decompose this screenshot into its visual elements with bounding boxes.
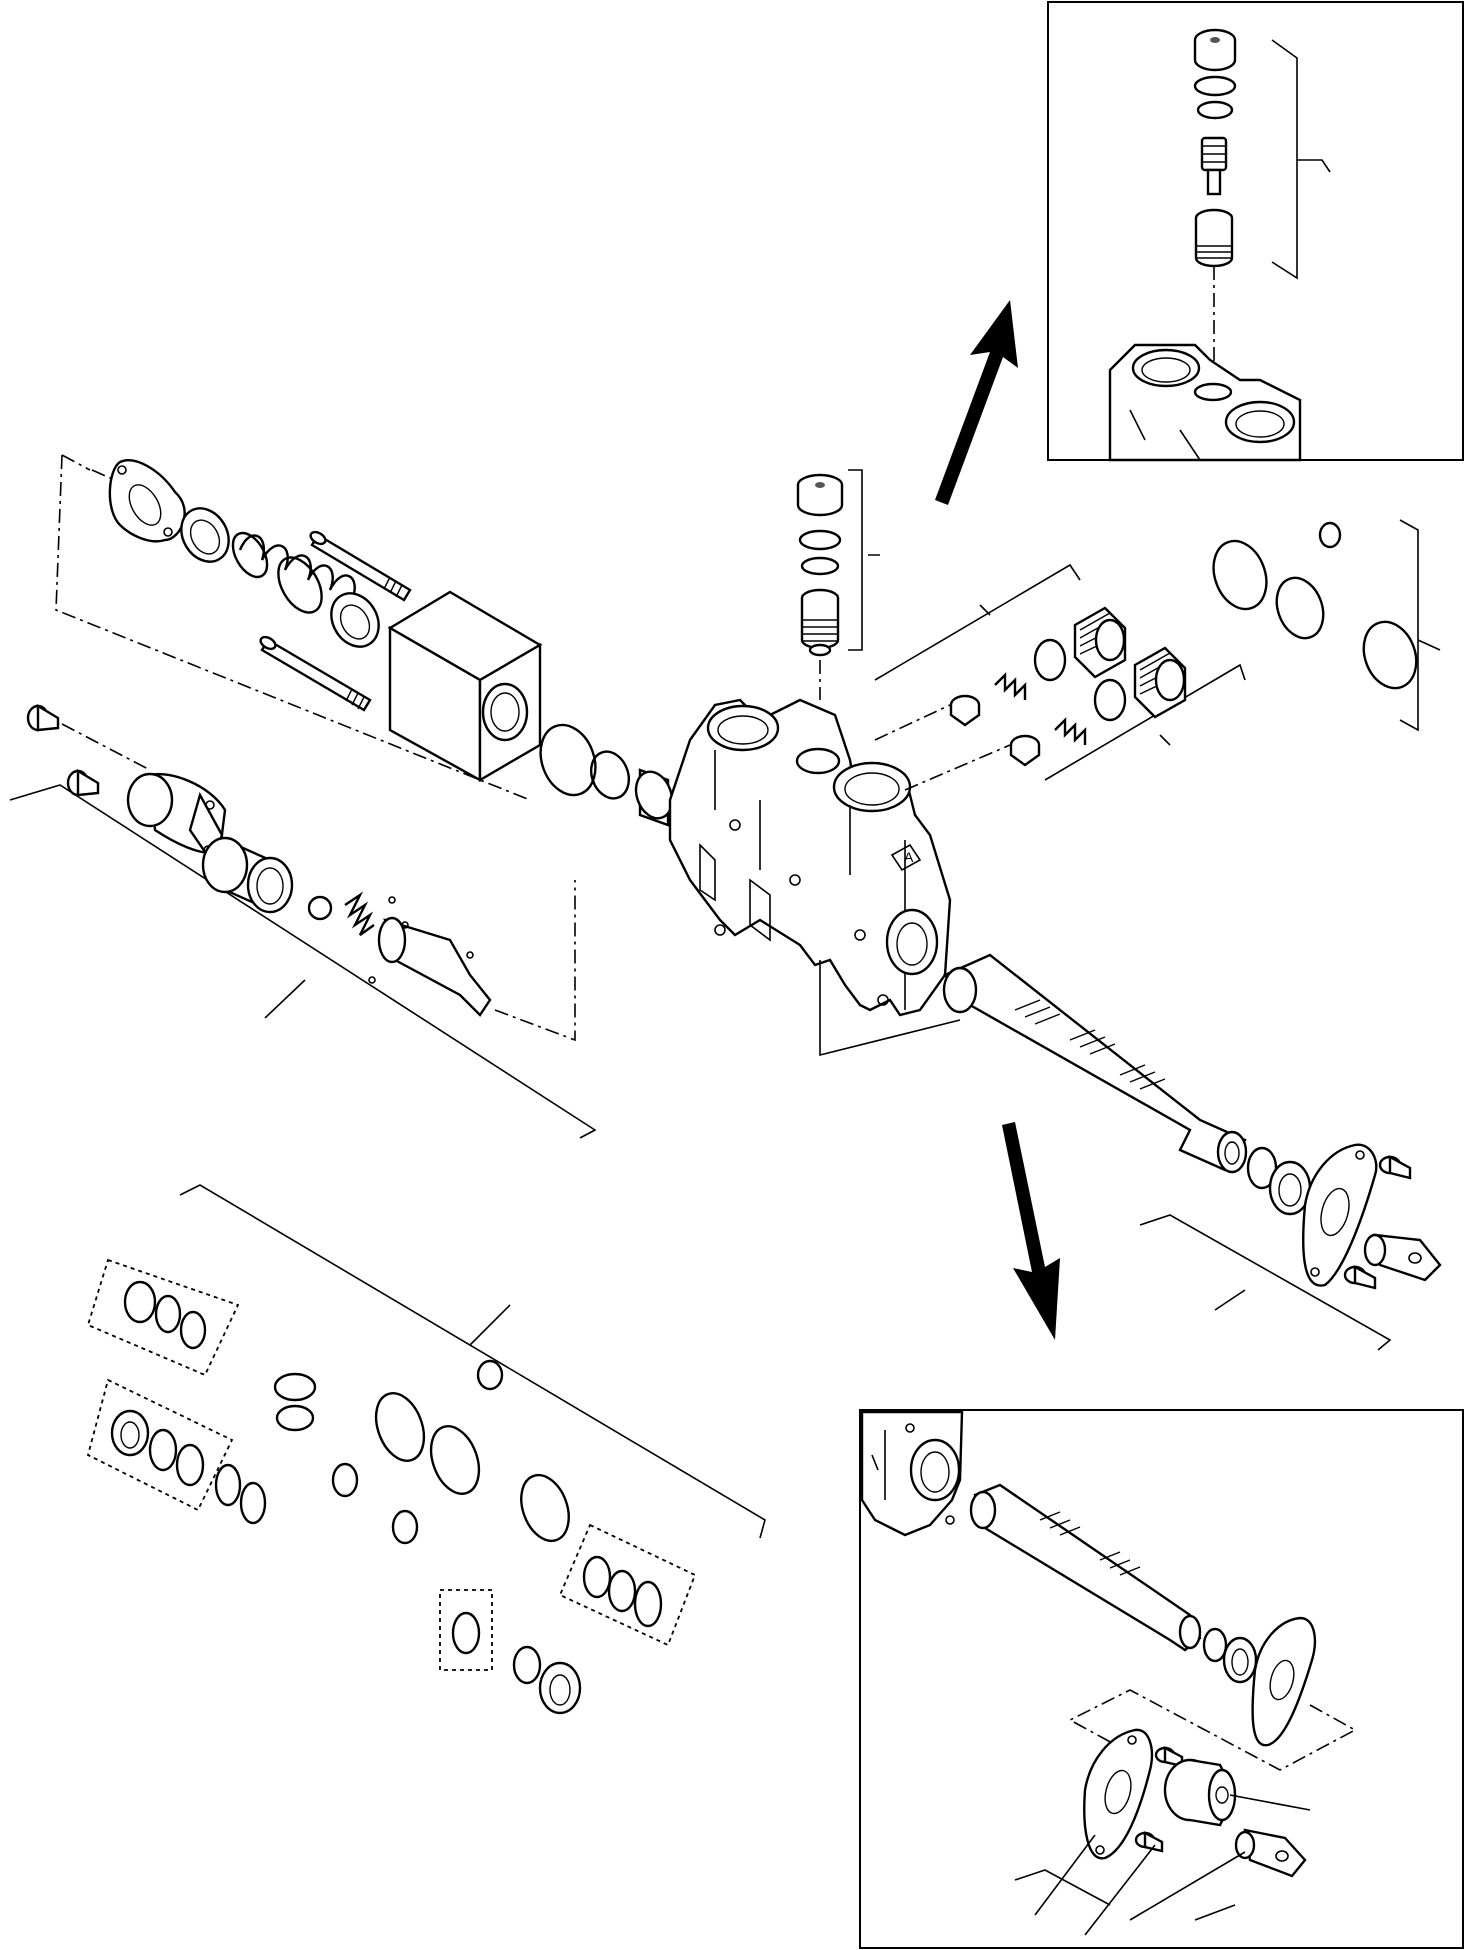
- relief-cartridge: [800, 588, 840, 657]
- inset-spool: [969, 1483, 1202, 1652]
- inset-spool-o-ring: [1202, 1627, 1228, 1663]
- cap-bolt-lower: [259, 635, 372, 712]
- main-spool: [942, 953, 1248, 1174]
- seal-kit-group-3: [558, 1523, 697, 1647]
- check-valve-bracket-upper: [874, 563, 1081, 681]
- relief-valve-stack: [796, 469, 880, 700]
- inset-body-portion: [860, 1410, 964, 1537]
- spool-end: [368, 880, 576, 1042]
- inset-callout-bracket: [1271, 39, 1331, 280]
- relief-o-ring-1: [798, 529, 842, 551]
- socket-screw-2: [66, 768, 100, 797]
- seal-kit-bracket: [179, 1184, 766, 1539]
- seal-kit-group-1: [86, 1258, 240, 1377]
- return-spring: [231, 531, 356, 614]
- inset-end-plate: [1251, 1616, 1316, 1747]
- inset-bolt-lower: [1134, 1831, 1164, 1853]
- arrow-to-top-inset: [935, 300, 1018, 505]
- valve-section-mark: A: [904, 849, 914, 865]
- check-plug-lower: [1133, 646, 1187, 719]
- check-o-ring-upper: [1033, 638, 1067, 682]
- right-seal-group: [1212, 519, 1441, 732]
- seal-kit-group-4: [439, 1589, 493, 1671]
- relief-cap: [796, 473, 844, 517]
- spool-seal: [1268, 1160, 1312, 1216]
- valve-body: A: [668, 698, 952, 1017]
- check-spring-lower: [1054, 717, 1087, 745]
- seal-kit-ring-loose: [512, 1645, 542, 1685]
- seal-kit-group-2: [86, 1378, 267, 1525]
- inset-dash-outline: [1068, 1689, 1357, 1771]
- detent-sleeve: [201, 836, 294, 914]
- body-callout-bracket: [819, 960, 961, 1057]
- inset-callout-lines: [1014, 1794, 1311, 1936]
- check-valve-bracket-lower: [1044, 663, 1246, 781]
- inset-detent-flange: [1083, 1728, 1154, 1860]
- plate-bolt-upper: [1378, 1154, 1412, 1180]
- inset-relief-valve-detail: [1047, 1, 1464, 462]
- cover-flange: [108, 459, 186, 543]
- spring-seat-2: [330, 592, 380, 648]
- spool-end-plate: [1302, 1143, 1378, 1287]
- left-detent-bracket: [9, 784, 597, 1139]
- inset-valve-body: [1108, 343, 1302, 462]
- spool-clevis: [1363, 1233, 1442, 1282]
- inset-relief-body: [1194, 208, 1234, 268]
- relief-o-ring-2: [800, 556, 840, 576]
- socket-screw-1: [26, 703, 151, 771]
- inset-o-ring-2: [1196, 100, 1234, 120]
- inset-bolt-upper: [1154, 1746, 1184, 1768]
- inset-relief-cap: [1193, 28, 1237, 72]
- inset-detent-cap: [1163, 1758, 1237, 1827]
- inset-o-ring-1: [1193, 75, 1237, 97]
- detent-ball: [307, 895, 333, 921]
- spring-cap-block: [387, 590, 543, 783]
- inset-spool-end-detail: [859, 1409, 1464, 1949]
- detent-spring: [344, 891, 375, 936]
- inset-clevis: [1234, 1828, 1307, 1878]
- spool-callout-bracket: [1139, 1214, 1392, 1351]
- detent-housing: [126, 772, 227, 865]
- check-plug-upper: [1073, 606, 1127, 679]
- check-spring-upper: [994, 672, 1027, 700]
- check-poppet-upper: [949, 694, 981, 727]
- seal-kit-wiper: [538, 1661, 582, 1715]
- plate-bolt-lower: [1343, 1264, 1377, 1290]
- o-ring-cap-small: [589, 750, 631, 800]
- arrow-to-bottom-inset: [1002, 1122, 1060, 1340]
- check-o-ring-lower: [1093, 678, 1127, 722]
- check-poppet-lower: [1009, 734, 1041, 767]
- o-ring-cap-large: [539, 723, 597, 797]
- inset-spool-seal: [1222, 1636, 1258, 1684]
- cap-sleeve: [634, 768, 674, 827]
- inset-relief-poppet: [1200, 136, 1228, 196]
- spring-seat: [180, 507, 230, 563]
- cap-bolt-upper: [309, 530, 412, 602]
- seal-kit-loose-rings: [273, 1359, 570, 1545]
